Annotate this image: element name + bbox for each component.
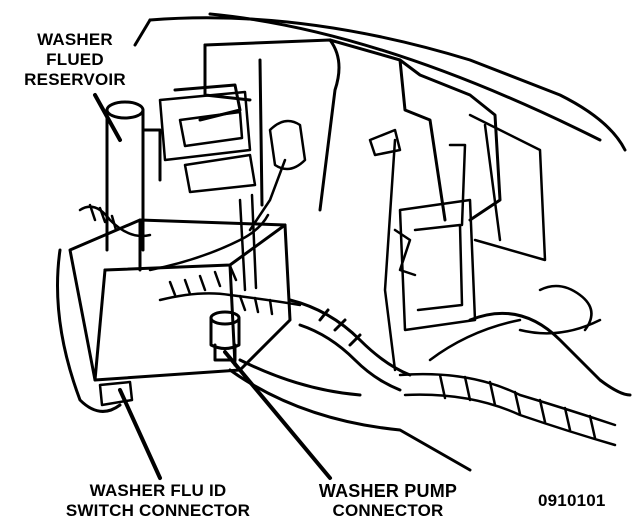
- wiring-harness: [248, 119, 617, 447]
- body-panel-edge: [228, 311, 632, 472]
- reservoir-label-line-3: RESERVOIR: [24, 70, 126, 89]
- corrugated-hose: [78, 193, 302, 316]
- hood-edge: [133, 12, 627, 152]
- reservoir-label-line-1: WASHER: [37, 30, 113, 49]
- washer-pump: [209, 310, 241, 362]
- cowl-panel: [173, 38, 502, 222]
- fluid-switch-connector: [98, 380, 134, 407]
- reservoir-filler-neck: [105, 100, 162, 252]
- mounting-bracket: [393, 113, 547, 332]
- switch-connector-label: WASHER FLU ID SWITCH CONNECTOR: [28, 481, 288, 521]
- switch-connector-label-line-1: WASHER FLU ID: [89, 481, 227, 500]
- pump-connector-label-line-1: WASHER PUMP: [318, 481, 458, 501]
- reservoir-leader: [93, 93, 122, 142]
- reservoir-label: WASHER FLUED RESERVOIR: [6, 30, 144, 90]
- pump-connector-leader: [223, 350, 332, 480]
- leader-lines: [93, 93, 332, 480]
- pump-connector-label: WASHER PUMP CONNECTOR: [308, 481, 468, 521]
- pump-connector-label-line-2: CONNECTOR: [332, 501, 444, 520]
- figure-id: 0910101: [538, 491, 606, 510]
- reservoir-label-line-2: FLUED: [46, 50, 104, 69]
- relay-box: [158, 90, 257, 194]
- switch-connector-leader: [118, 388, 162, 480]
- switch-connector-label-line-2: SWITCH CONNECTOR: [65, 501, 251, 520]
